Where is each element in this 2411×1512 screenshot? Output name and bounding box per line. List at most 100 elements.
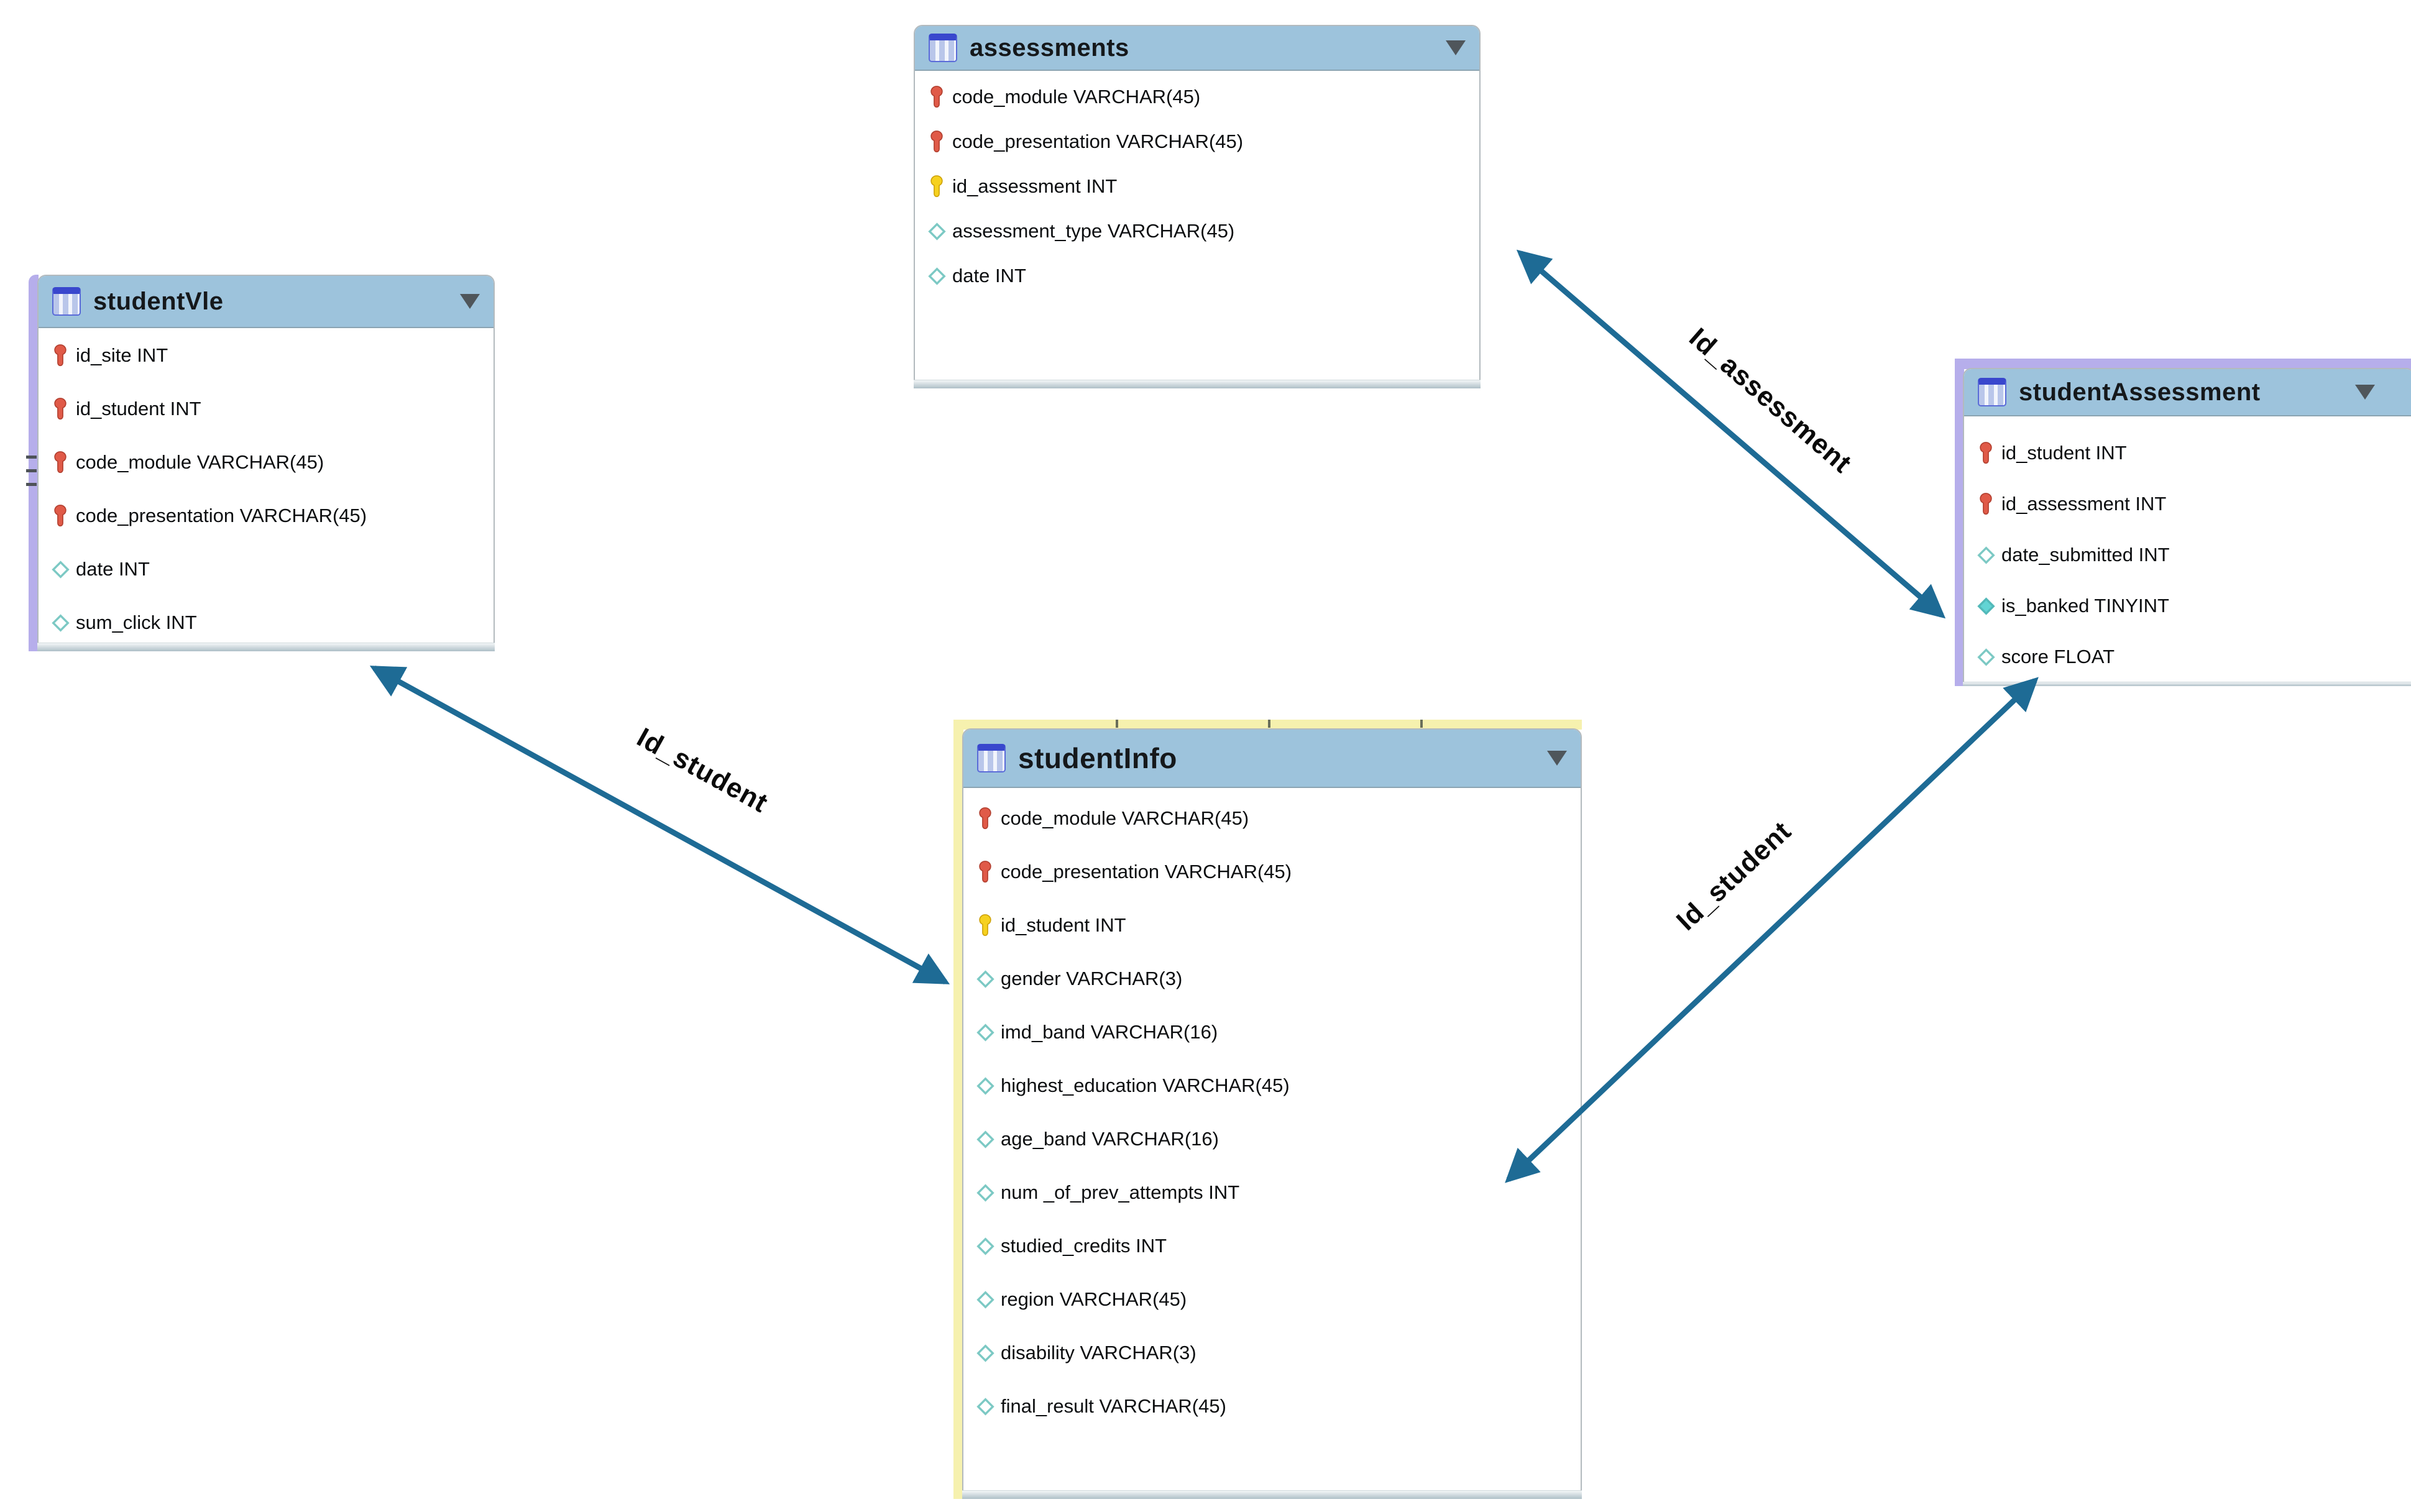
- field-label: gender VARCHAR(3): [1001, 968, 1183, 989]
- field-label: studied_credits INT: [1001, 1235, 1167, 1257]
- field-row[interactable]: final_result VARCHAR(45): [963, 1380, 1581, 1433]
- field-row[interactable]: code_presentation VARCHAR(45): [963, 845, 1581, 899]
- layer-yellow-studentinfo-top: [953, 720, 1582, 730]
- layer-yellow-studentinfo-left: [953, 720, 963, 1499]
- field-row[interactable]: age_band VARCHAR(16): [963, 1112, 1581, 1166]
- collapse-triangle-icon[interactable]: [1446, 40, 1466, 55]
- field-row[interactable]: sum_click INT: [39, 596, 494, 649]
- table-studentassessment[interactable]: studentAssessment id_student INT id_asses…: [1963, 368, 2411, 686]
- table-header[interactable]: assessments: [915, 26, 1479, 71]
- nullable-field-icon: [1974, 648, 1998, 667]
- table-icon: [52, 287, 81, 316]
- field-label: code_presentation VARCHAR(45): [952, 131, 1244, 152]
- field-label: id_assessment INT: [2001, 493, 2167, 515]
- table-title: studentAssessment: [2019, 378, 2261, 406]
- primary-key-icon: [925, 85, 948, 109]
- field-label: id_student INT: [1001, 914, 1126, 936]
- table-bottom-bar: [1963, 682, 2411, 686]
- field-label: code_presentation VARCHAR(45): [76, 505, 367, 526]
- field-row[interactable]: date_submitted INT: [1964, 529, 2411, 580]
- nullable-field-icon: [973, 1290, 997, 1309]
- field-row[interactable]: gender VARCHAR(3): [963, 952, 1581, 1006]
- table-title: assessments: [970, 34, 1129, 62]
- primary-key-icon: [1974, 492, 1998, 516]
- collapse-triangle-icon[interactable]: [460, 294, 480, 309]
- table-header[interactable]: studentVle: [39, 276, 494, 328]
- layer-grip[interactable]: [26, 469, 37, 472]
- primary-key-icon: [48, 504, 72, 528]
- relationship-line-id-student-right[interactable]: [1505, 677, 2039, 1183]
- field-row[interactable]: date INT: [915, 254, 1479, 298]
- field-row[interactable]: date INT: [39, 543, 494, 596]
- field-label: code_module VARCHAR(45): [1001, 807, 1249, 829]
- primary-key-icon: [973, 914, 997, 937]
- table-title: studentInfo: [1018, 742, 1177, 774]
- layer-tick: [1116, 720, 1118, 728]
- field-row[interactable]: studied_credits INT: [963, 1219, 1581, 1273]
- nullable-field-icon: [48, 560, 72, 579]
- nullable-field-icon: [925, 267, 948, 286]
- nullable-field-icon: [1974, 546, 1998, 565]
- table-bottom-bar: [962, 1490, 1582, 1499]
- field-row[interactable]: code_presentation VARCHAR(45): [39, 489, 494, 543]
- field-row[interactable]: disability VARCHAR(3): [963, 1326, 1581, 1380]
- nullable-field-icon: [973, 1344, 997, 1363]
- field-label: final_result VARCHAR(45): [1001, 1395, 1226, 1417]
- field-row[interactable]: is_banked TINYINT: [1964, 580, 2411, 631]
- field-row[interactable]: code_module VARCHAR(45): [39, 436, 494, 489]
- primary-key-icon: [1974, 441, 1998, 465]
- field-label: assessment_type VARCHAR(45): [952, 220, 1235, 242]
- field-row[interactable]: assessment_type VARCHAR(45): [915, 209, 1479, 254]
- field-row[interactable]: code_module VARCHAR(45): [963, 792, 1581, 845]
- nullable-field-icon: [973, 1397, 997, 1416]
- field-row[interactable]: score FLOAT: [1964, 631, 2411, 682]
- field-row[interactable]: id_student INT: [39, 382, 494, 436]
- primary-key-icon: [925, 130, 948, 153]
- collapse-triangle-icon[interactable]: [2355, 385, 2375, 400]
- field-label: code_module VARCHAR(45): [952, 86, 1201, 108]
- field-row[interactable]: id_assessment INT: [1964, 479, 2411, 529]
- field-row[interactable]: region VARCHAR(45): [963, 1273, 1581, 1326]
- table-header[interactable]: studentAssessment: [1964, 369, 2411, 416]
- field-label: num _of_prev_attempts INT: [1001, 1181, 1240, 1203]
- primary-key-icon: [48, 344, 72, 367]
- field-label: is_banked TINYINT: [2001, 595, 2169, 616]
- nullable-field-icon: [973, 1237, 997, 1256]
- field-label: id_assessment INT: [952, 175, 1118, 197]
- primary-key-icon: [973, 807, 997, 830]
- table-icon: [929, 34, 957, 62]
- nullable-field-icon: [925, 222, 948, 241]
- field-label: code_presentation VARCHAR(45): [1001, 861, 1292, 882]
- field-row[interactable]: num _of_prev_attempts INT: [963, 1166, 1581, 1219]
- field-label: imd_band VARCHAR(16): [1001, 1021, 1218, 1043]
- relationship-line-id-assessment[interactable]: [1516, 249, 1946, 619]
- field-row[interactable]: id_site INT: [39, 329, 494, 382]
- table-header[interactable]: studentInfo: [963, 730, 1581, 788]
- layer-tick: [1268, 720, 1270, 728]
- primary-key-icon: [48, 397, 72, 421]
- relationship-line-id-student-left[interactable]: [369, 666, 950, 984]
- field-row[interactable]: code_presentation VARCHAR(45): [915, 119, 1479, 164]
- nullable-field-icon: [973, 1183, 997, 1203]
- field-row[interactable]: id_assessment INT: [915, 164, 1479, 209]
- field-row[interactable]: highest_education VARCHAR(45): [963, 1059, 1581, 1112]
- field-row[interactable]: imd_band VARCHAR(16): [963, 1006, 1581, 1059]
- field-label: region VARCHAR(45): [1001, 1288, 1187, 1310]
- layer-lavender-studentassessment-top: [1955, 359, 2411, 369]
- layer-grip[interactable]: [26, 456, 37, 459]
- table-studentinfo[interactable]: studentInfo code_module VARCHAR(45) code_…: [962, 728, 1582, 1499]
- table-assessments[interactable]: assessments code_module VARCHAR(45) code_…: [914, 25, 1481, 388]
- field-row[interactable]: id_student INT: [1964, 428, 2411, 479]
- field-label: sum_click INT: [76, 612, 197, 633]
- field-row[interactable]: code_module VARCHAR(45): [915, 75, 1479, 119]
- field-label: score FLOAT: [2001, 646, 2115, 667]
- layer-grip[interactable]: [26, 483, 37, 486]
- field-label: id_site INT: [76, 344, 168, 366]
- field-row[interactable]: id_student INT: [963, 899, 1581, 952]
- layer-tick: [1420, 720, 1423, 728]
- layer-lavender-studentvle: [29, 275, 39, 651]
- primary-key-icon: [925, 175, 948, 198]
